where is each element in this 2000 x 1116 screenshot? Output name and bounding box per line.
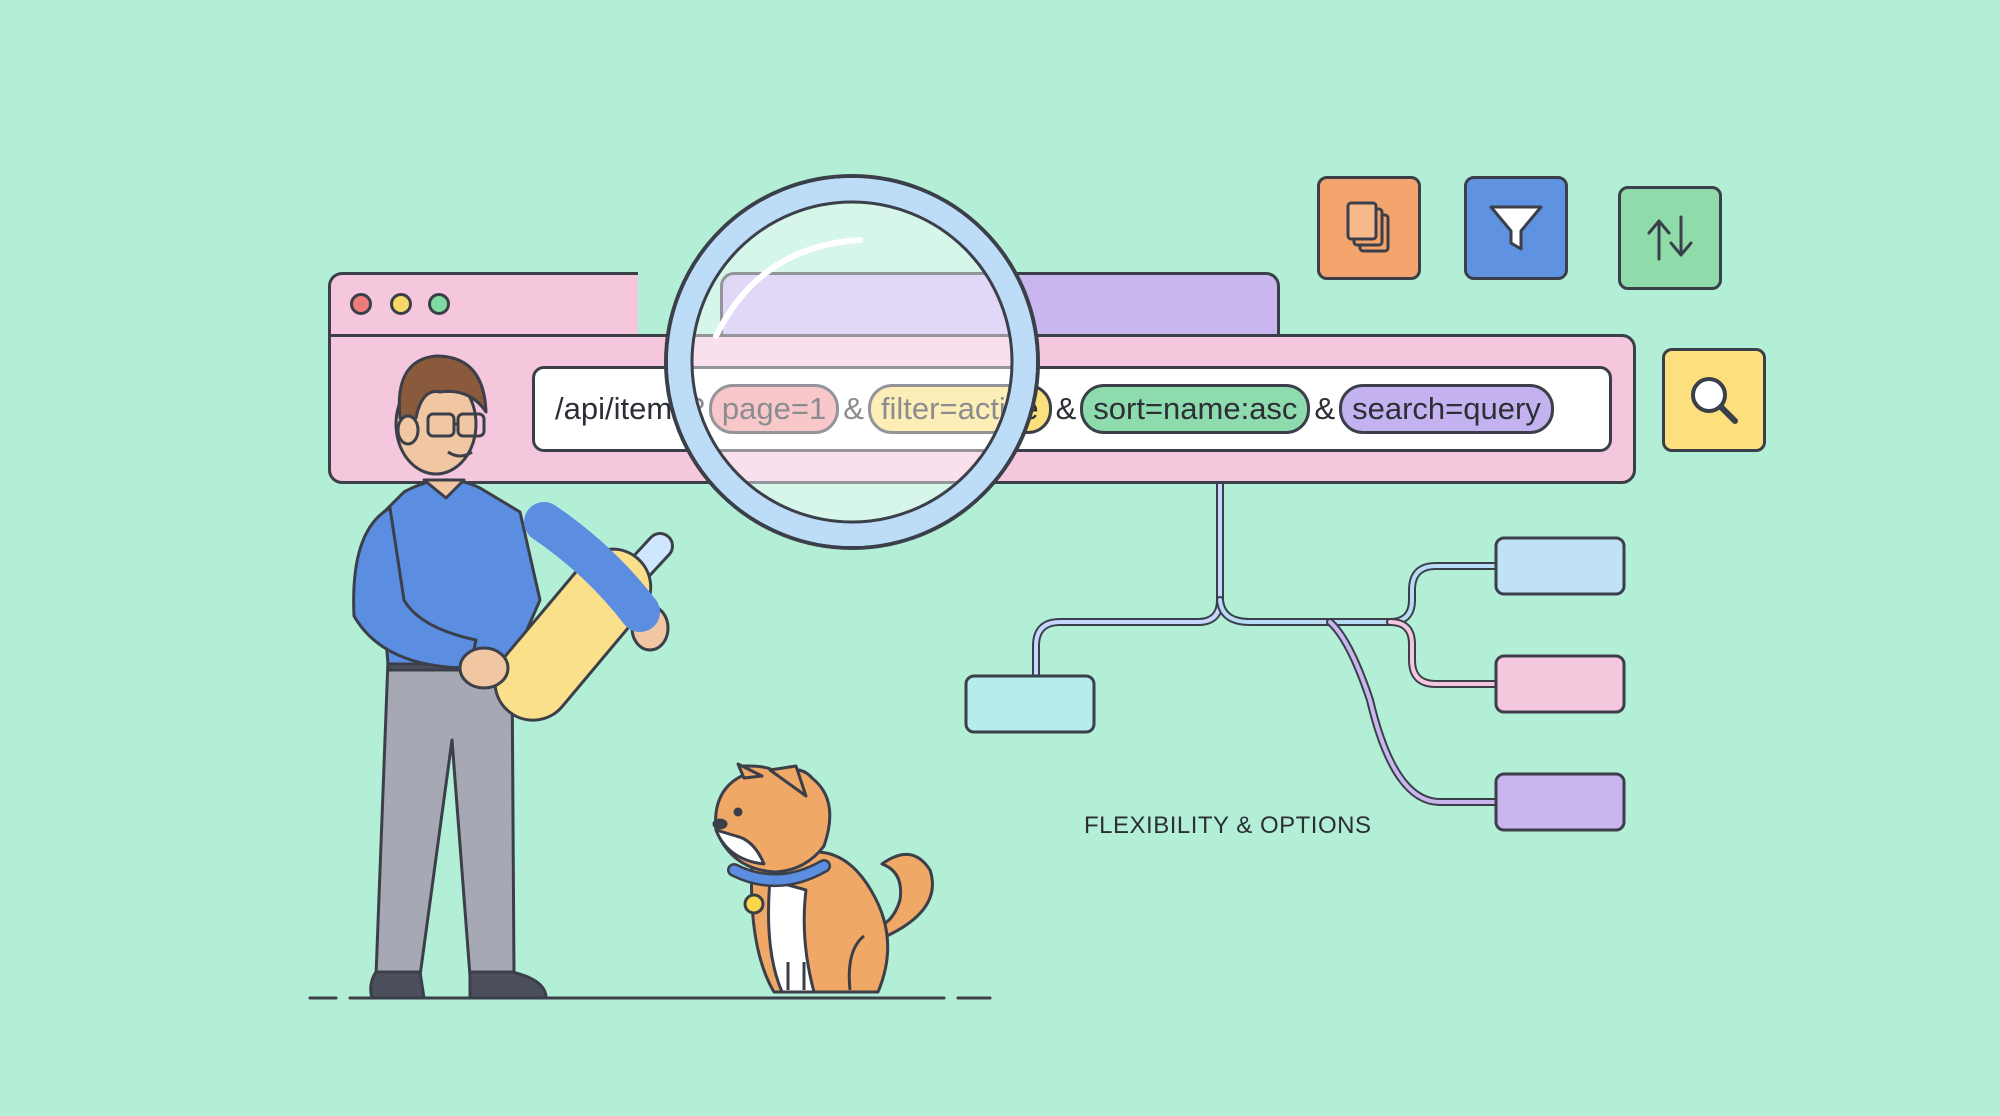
url-separator: & [843,391,864,426]
option-box-pink [1494,654,1626,714]
sort-arrows-icon [1647,215,1693,261]
person-illustration [352,354,548,1000]
sort-tile [1618,186,1722,290]
url-separator: & [1055,391,1077,426]
funnel-filter-icon [1489,205,1543,251]
shiba-dog-illustration [712,762,934,994]
window-maximize-dot[interactable] [428,293,450,315]
window-close-dot[interactable] [350,293,372,315]
magnifier-search-icon [1691,377,1738,424]
option-box-teal [964,674,1096,734]
copy-pages-icon [1346,201,1390,253]
search-tile [1662,348,1766,452]
url-param-sort: sort=name:asc [1080,384,1311,434]
window-minimize-dot[interactable] [390,293,412,315]
option-box-blue [1494,536,1626,596]
option-box-purple [1494,772,1626,832]
url-separator: & [1314,391,1336,426]
pagination-tile [1317,176,1421,280]
filter-tile [1464,176,1568,280]
magnifier-illustration [458,174,1040,722]
url-param-page: page=1 [708,384,840,434]
url-param-search: search=query [1339,384,1554,434]
caption-flexibility: FLEXIBILITY & OPTIONS [1084,812,1372,839]
